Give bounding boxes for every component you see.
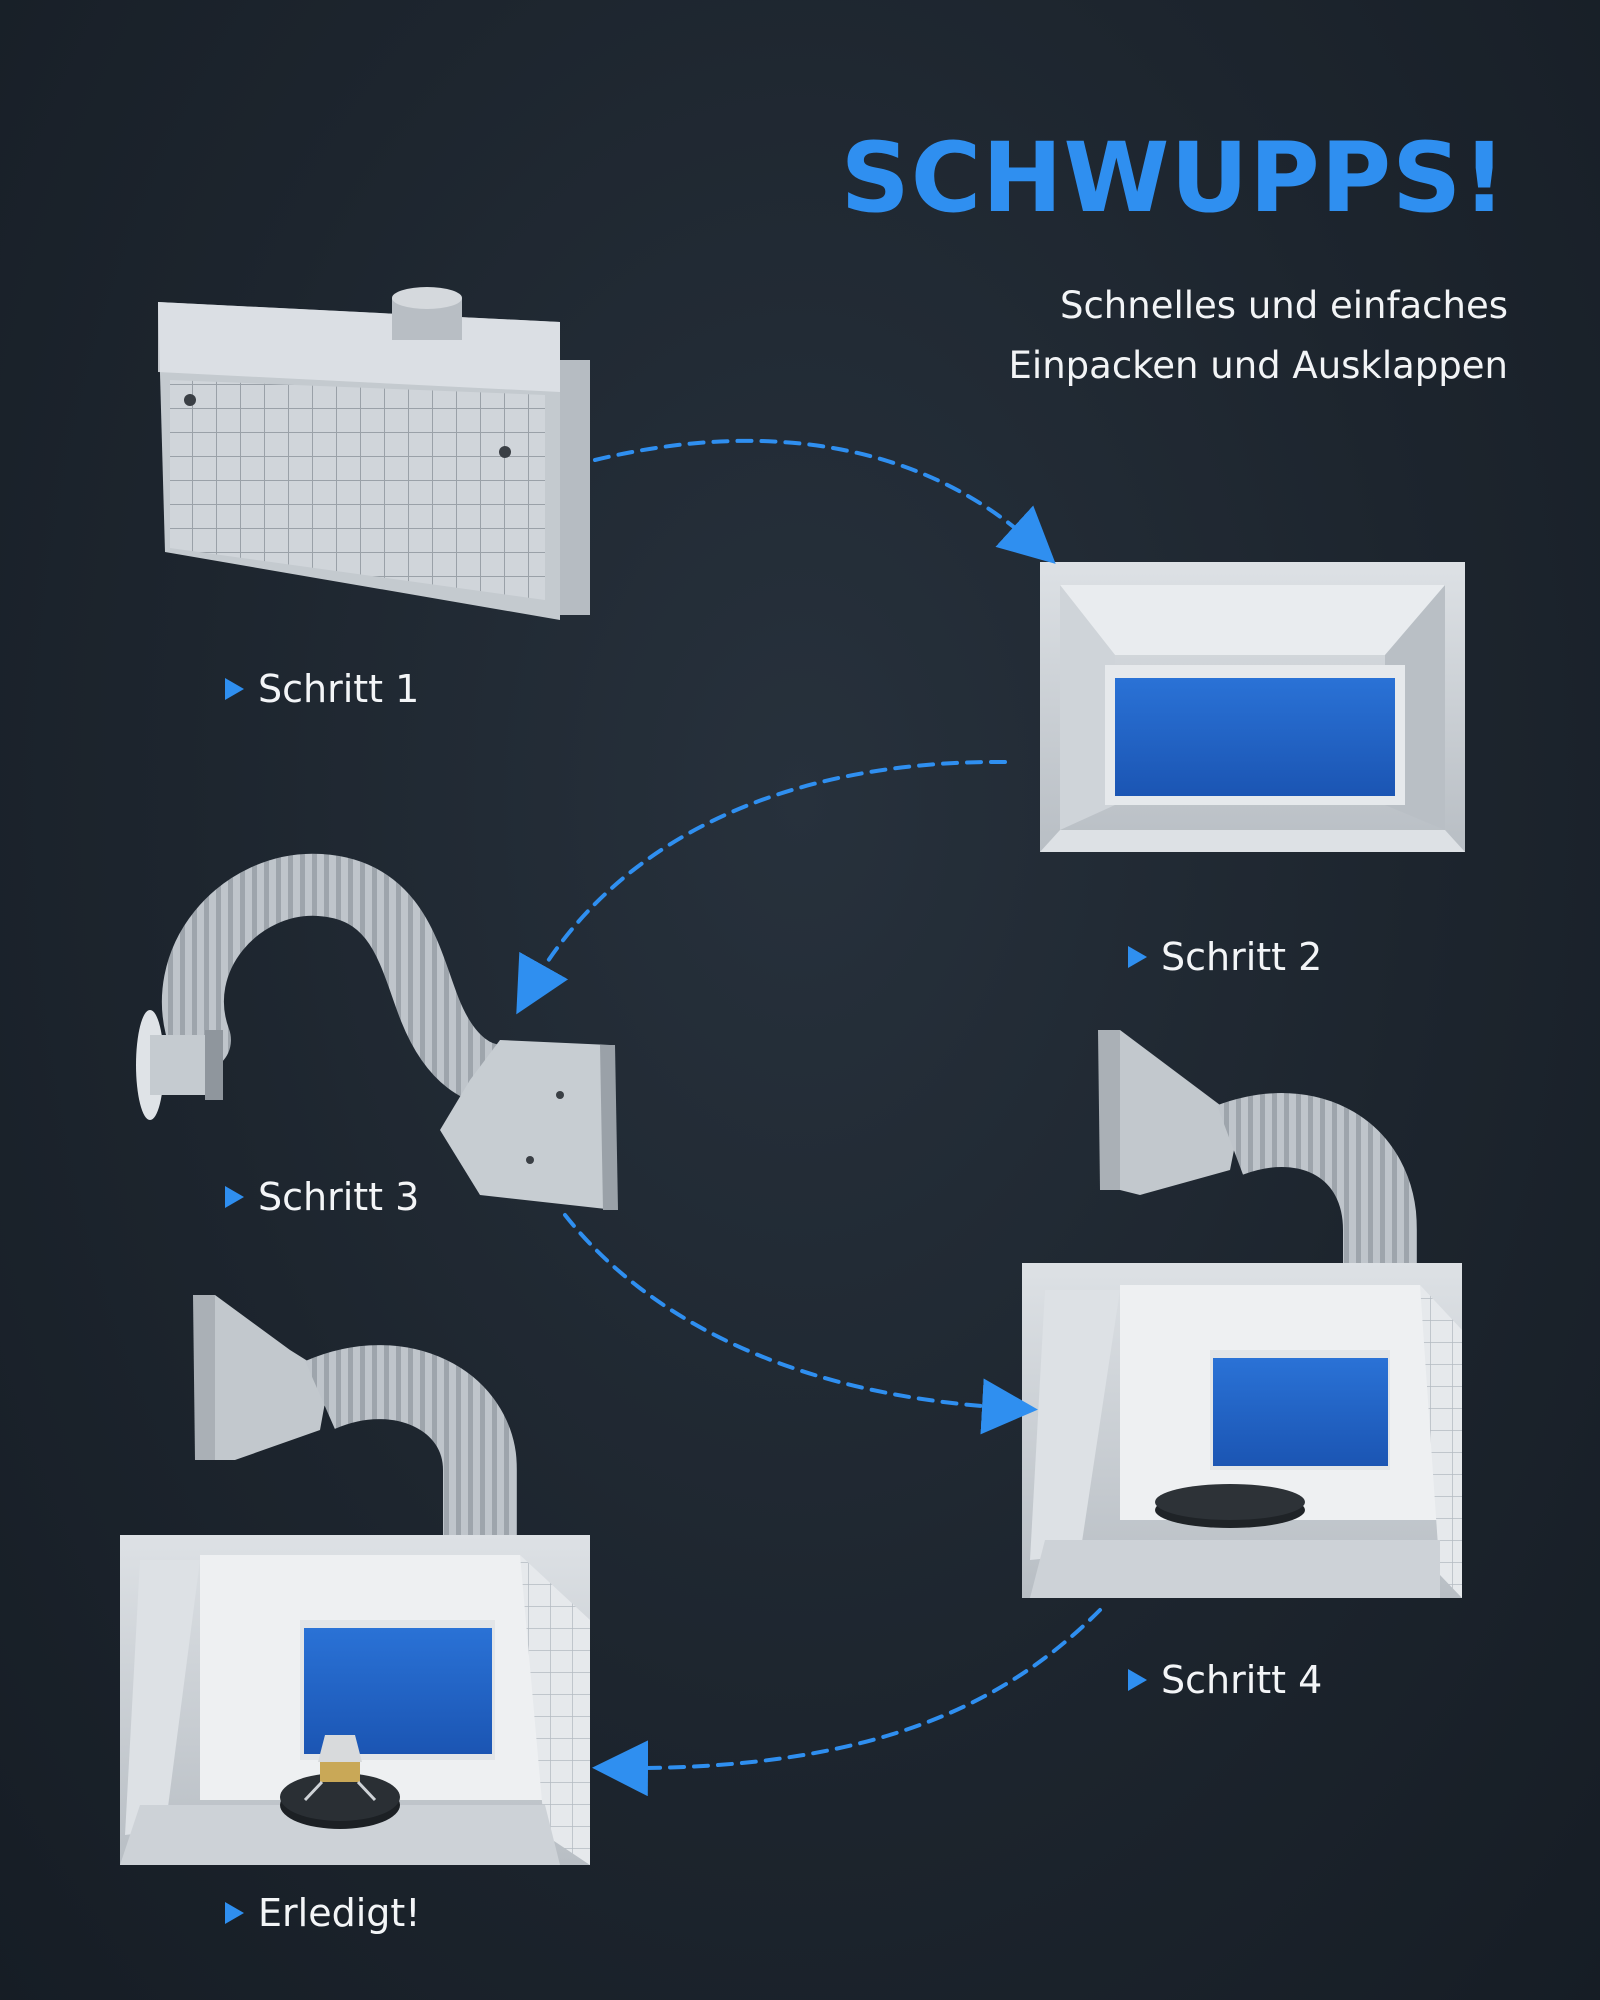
step-label-text: Schritt 3 (258, 1175, 420, 1219)
folded-case-image (158, 287, 590, 620)
step-label-3: Schritt 3 (225, 1178, 419, 1216)
step-label-text: Schritt 1 (258, 667, 420, 711)
arrow-step3-to-step4 (563, 1213, 1038, 1435)
step-label-2: Schritt 2 (1128, 938, 1322, 976)
step-label-text: Erledigt! (258, 1891, 421, 1935)
step-label-1: Schritt 1 (225, 670, 419, 708)
headline: SCHWUPPS! (840, 122, 1507, 234)
dashed-arrow-icon (516, 438, 1102, 1797)
subheadline-line-1: Schnelles und einfaches (1059, 284, 1508, 327)
arrow-step1-to-step2 (593, 438, 1056, 564)
step-label-text: Schritt 4 (1161, 1658, 1323, 1702)
step-label-4: Schritt 4 (1128, 1661, 1322, 1699)
step-marker-icon (225, 1186, 244, 1208)
subheadline-line-2: Einpacken und Ausklappen (1008, 344, 1508, 387)
opened-booth-image (1040, 562, 1465, 852)
step-marker-icon (225, 678, 244, 700)
step-marker-icon (225, 1902, 244, 1924)
finished-booth-image (120, 1295, 590, 1865)
step-marker-icon (1128, 946, 1147, 968)
arrow-step4-to-finished (592, 1608, 1102, 1797)
step-label-text: Schritt 2 (1161, 935, 1323, 979)
step-marker-icon (1128, 1669, 1147, 1691)
assembled-booth-image (1022, 1030, 1462, 1598)
step-label-done: Erledigt! (225, 1894, 421, 1932)
arrow-step2-to-step3 (516, 759, 1007, 1015)
exhaust-hose-image (136, 853, 618, 1210)
